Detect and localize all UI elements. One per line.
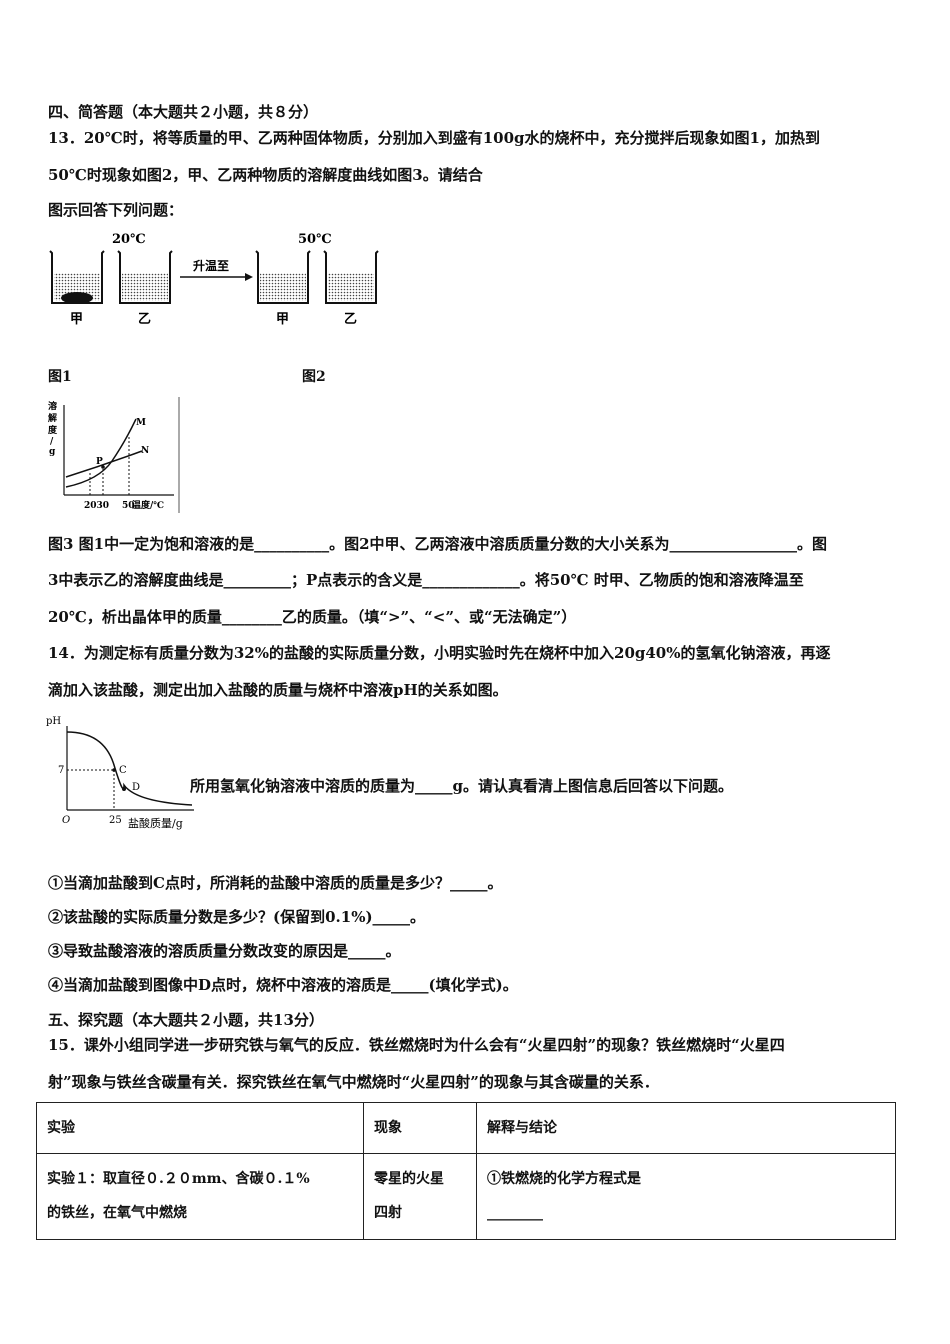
q14-sub1: ①当滴加盐酸到C点时，所消耗的盐酸中溶质的质量是多少？_____。 — [48, 874, 503, 892]
ph-label-c: C — [119, 765, 127, 776]
q13-answer-line1: 图3 图1中一定为饱和溶液的是__________。图2中甲、乙两溶液中溶质质量… — [48, 535, 828, 553]
table-cell-conclusion: ①铁燃烧的化学方程式是 ________ — [476, 1153, 896, 1240]
beaker-yi-20 — [117, 250, 173, 304]
beaker-label-3: 甲 — [276, 312, 289, 327]
label-n: N — [141, 446, 149, 456]
q14-line2: 滴加入该盐酸，测定出加入盐酸的质量与烧杯中溶液pH的关系如图。 — [48, 681, 508, 699]
experiment-table: 实验 现象 解释与结论 实验１：取直径０.２０mm、含碳０.１% 的铁丝，在氧气… — [36, 1102, 896, 1240]
ph-point-c — [112, 768, 116, 772]
beaker-label-1: 甲 — [70, 312, 83, 327]
arrow-label: 升温至 — [193, 258, 229, 273]
phenomenon-line-a: 零星的火星 — [374, 1171, 444, 1187]
table-cell-phenomenon: 零星的火星 四射 — [363, 1153, 477, 1240]
fig3-xticks: 2030 — [84, 501, 109, 511]
experiment-line-b: 的铁丝，在氧气中燃烧 — [47, 1205, 187, 1221]
ph-chart: pH 7 O 25 盐酸质量/g C D — [46, 716, 194, 830]
experiment-line-a: 实验１：取直径０.２０mm、含碳０.１% — [47, 1171, 310, 1187]
fig3-xtick-50: 50 — [122, 501, 135, 511]
ph-curve — [66, 731, 193, 806]
label-p: P — [96, 457, 103, 467]
table-header-phenomenon: 现象 — [363, 1102, 477, 1154]
beaker-figure: 20℃ 50℃ 升温至 甲 乙 甲 乙 — [49, 232, 379, 327]
q15-line2: 射”现象与铁丝含碳量有关．探究铁丝在氧气中燃烧时“火星四射”的现象与其含碳量的关… — [48, 1073, 659, 1091]
table-cell-experiment: 实验１：取直径０.２０mm、含碳０.１% 的铁丝，在氧气中燃烧 — [36, 1153, 364, 1240]
q13-answer-line2: 3中表示乙的溶解度曲线是_________；P点表示的含义是__________… — [48, 571, 804, 589]
q13-line3: 图示回答下列问题： — [48, 201, 184, 219]
table-header-row: 实验 现象 解释与结论 — [36, 1102, 896, 1154]
ph-xlabel: 盐酸质量/g — [128, 816, 183, 830]
fig2-caption: 图2 — [302, 369, 326, 385]
fig1-caption: 图1 — [48, 369, 72, 385]
solubility-chart: 溶 解 度 / g M N P 2030 50 温度/℃ — [48, 397, 180, 513]
section4-heading: 四、简答题（本大题共２小题，共８分） — [48, 103, 319, 121]
q14-side-text: 所用氢氧化钠溶液中溶质的质量为_____g。请认真看清上图信息后回答以下问题。 — [190, 777, 733, 795]
conclusion-line-b: ________ — [487, 1205, 543, 1221]
ph-label-d: D — [132, 782, 140, 793]
beaker-label-4: 乙 — [344, 312, 357, 327]
fig3-ylabel-0: 溶 — [48, 400, 57, 412]
table-row: 实验１：取直径０.２０mm、含碳０.１% 的铁丝，在氧气中燃烧 零星的火星 四射… — [36, 1153, 896, 1240]
q14-sub2: ②该盐酸的实际质量分数是多少？(保留到0.1%)_____。 — [48, 908, 426, 926]
beaker-label-2: 乙 — [138, 312, 151, 327]
label-m: M — [136, 418, 146, 428]
fig1-temp: 20℃ — [112, 232, 146, 247]
q13-line1: 13．20℃时，将等质量的甲、乙两种固体物质，分别加入到盛有100g水的烧杯中，… — [48, 129, 820, 147]
ph-point-d — [122, 787, 126, 791]
fig2-temp: 50℃ — [298, 232, 332, 247]
q13-line2: 50℃时现象如图2，甲、乙两种物质的溶解度曲线如图3。请结合 — [48, 166, 483, 184]
fig3-ylabel-2: 度 — [48, 424, 58, 436]
table-header-experiment: 实验 — [36, 1102, 364, 1154]
phenomenon-line-b: 四射 — [374, 1205, 402, 1221]
table-header-conclusion: 解释与结论 — [476, 1102, 896, 1154]
conclusion-line-a: ①铁燃烧的化学方程式是 — [487, 1171, 641, 1187]
q14-line1: 14．为测定标有质量分数为32%的盐酸的实际质量分数，小明实验时先在烧杯中加入2… — [48, 644, 831, 662]
q14-sub3: ③导致盐酸溶液的溶质质量分数改变的原因是_____。 — [48, 942, 401, 960]
fig3-ylabel-1: 解 — [48, 412, 57, 424]
curve-m — [65, 418, 137, 488]
point-p — [101, 465, 105, 469]
beaker-yi-50 — [323, 250, 379, 304]
ph-origin: O — [62, 815, 70, 826]
section5-heading: 五、探究题（本大题共２小题，共13分） — [48, 1011, 324, 1029]
fig3-ylabel-3: / — [50, 437, 54, 447]
curve-n — [65, 450, 143, 478]
q15-line1: 15．课外小组同学进一步研究铁与氧气的反应．铁丝燃烧时为什么会有“火星四射”的现… — [48, 1036, 785, 1054]
ph-y-tick: 7 — [58, 765, 64, 776]
q14-sub4: ④当滴加盐酸到图像中D点时，烧杯中溶液的溶质是_____(填化学式)。 — [48, 976, 518, 994]
ph-x-tick: 25 — [109, 815, 122, 826]
fig3-xlabel: 温度/℃ — [132, 499, 164, 511]
fig3-ylabel-4: g — [49, 447, 56, 457]
beaker-jia-20 — [49, 250, 105, 304]
heating-arrow: 升温至 — [180, 258, 253, 281]
ph-ylabel: pH — [46, 716, 61, 727]
q13-answer-line3: 20℃，析出晶体甲的质量________乙的质量。（填“>”、“<”、或“无法确… — [48, 608, 577, 626]
beaker-jia-50 — [255, 250, 311, 304]
